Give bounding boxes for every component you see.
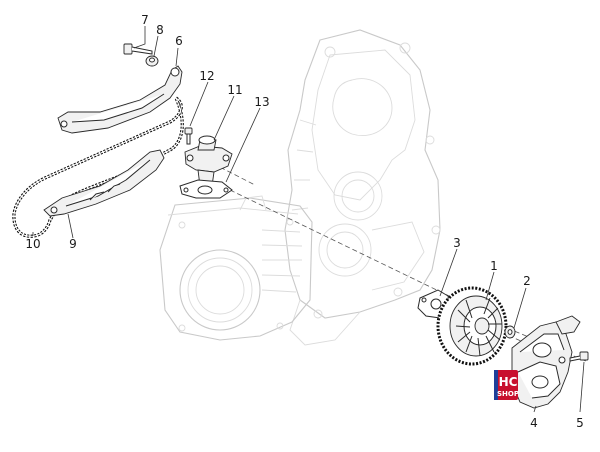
logo-text-shop: SHOP — [497, 390, 519, 398]
callout-6: 6 — [175, 34, 183, 48]
callout-labels: 1 2 3 4 5 6 7 8 9 10 11 12 13 — [25, 13, 583, 430]
callout-1: 1 — [490, 259, 498, 273]
hc-shop-logo: HC SHOP — [494, 370, 519, 400]
oil-pump-body — [511, 315, 581, 409]
alignment-lines — [205, 159, 589, 363]
callout-7: 7 — [141, 13, 149, 27]
callout-5: 5 — [576, 416, 584, 430]
callout-13: 13 — [254, 95, 269, 109]
engine-crankcase-ghost — [159, 29, 441, 346]
tensioner-gasket — [179, 179, 233, 199]
callout-8: 8 — [156, 23, 164, 37]
spacer-8 — [145, 55, 159, 67]
callout-11: 11 — [227, 83, 242, 97]
chain-tensioner — [184, 135, 233, 187]
callout-9: 9 — [69, 237, 77, 251]
leader-lines — [32, 26, 585, 413]
callout-2: 2 — [523, 274, 531, 288]
bolt-5 — [569, 351, 589, 362]
screw-12 — [184, 127, 193, 145]
washer-2 — [504, 325, 516, 339]
logo-text-hc: HC — [499, 375, 518, 389]
callout-10: 10 — [25, 237, 40, 251]
callout-4: 4 — [530, 416, 538, 430]
oil-pump-sprocket — [436, 286, 508, 366]
callout-3: 3 — [453, 236, 461, 250]
chain-tensioner-slider — [43, 149, 165, 217]
callout-12: 12 — [199, 69, 214, 83]
bolt-7 — [123, 43, 153, 55]
chain-guide-rail-upper — [57, 65, 183, 134]
